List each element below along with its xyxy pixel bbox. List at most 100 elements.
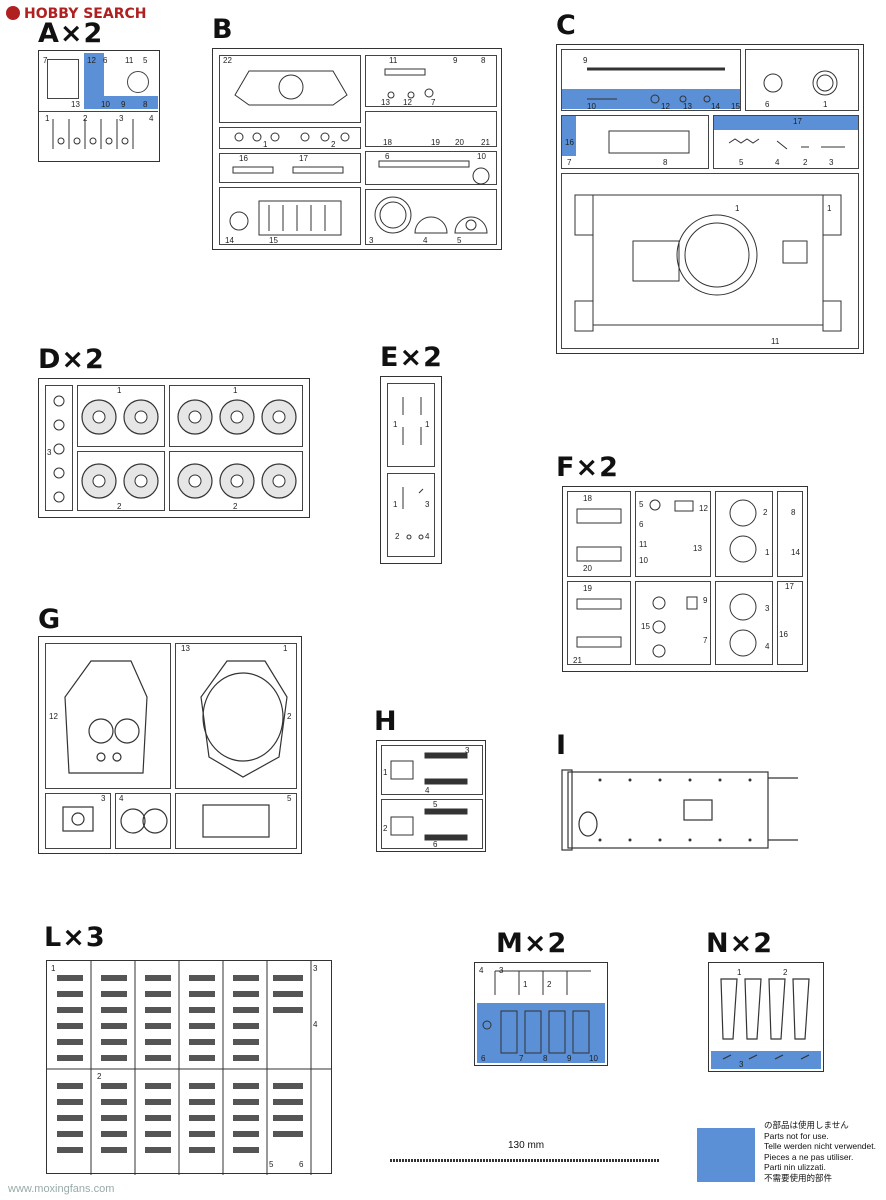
- part-number: 12: [661, 102, 670, 111]
- part-number: 17: [785, 582, 794, 591]
- sprue-a-title: A×2: [38, 18, 104, 49]
- part-number: 12: [87, 56, 96, 65]
- part-number: 7: [431, 98, 436, 107]
- part-number: 7: [43, 56, 48, 65]
- part-number: 19: [431, 138, 440, 147]
- sprue-i-title: I: [556, 730, 568, 761]
- part-group-h-2-6: [381, 799, 483, 849]
- part-number: 4: [119, 794, 124, 803]
- part-g-4: [115, 793, 171, 849]
- part-number: 2: [547, 980, 552, 989]
- sprue-d-road-wheels: [53, 395, 297, 503]
- part-number: 6: [639, 520, 644, 529]
- part-number: 8: [663, 158, 668, 167]
- sprue-a-frame: 7 12 6 11 5 13 10 9 8 1 2 3 4: [38, 50, 160, 162]
- part-number: 10: [101, 100, 110, 109]
- sprue-l-title: L×3: [44, 922, 106, 953]
- sprue-c-frame: 9 10 12 13 14 15 6 1 16 7 8 17 5 4 2 3 1…: [556, 44, 864, 354]
- sprue-l-track-links: [47, 961, 331, 1175]
- sprue-d-frame: 1 1 3 2 2: [38, 378, 310, 518]
- part-group-f-8-14: [777, 491, 803, 577]
- part-number: 5: [739, 158, 744, 167]
- sprue-f-title: F×2: [556, 452, 619, 483]
- legend-line-fr: Pieces a ne pas utiliser.: [764, 1151, 854, 1162]
- part-number: 16: [239, 154, 248, 163]
- unused-parts-highlight: [84, 96, 158, 109]
- part-number: 10: [477, 152, 486, 161]
- scale-bar: [390, 1159, 660, 1162]
- part-number: 8: [543, 1054, 548, 1063]
- scale-label: 130 mm: [508, 1140, 545, 1151]
- part-number: 5: [143, 56, 148, 65]
- part-group-b-1-2: [219, 127, 361, 149]
- part-number: 16: [565, 138, 574, 147]
- part-number: 4: [425, 786, 430, 795]
- part-number: 3: [499, 966, 504, 975]
- part-group-e-2-4: [387, 473, 435, 557]
- part-number: 15: [269, 236, 278, 245]
- legend-line-de: Telle werden nicht verwendet.: [764, 1141, 876, 1152]
- part-number: 6: [385, 152, 390, 161]
- part-number: 1: [425, 420, 430, 429]
- part-number: 3: [313, 964, 318, 973]
- part-group-d-2-right: [169, 451, 303, 511]
- part-number: 5: [639, 500, 644, 509]
- sprue-c-title: C: [556, 10, 577, 41]
- part-number: 14: [791, 548, 800, 557]
- part-number: 1: [823, 100, 828, 109]
- part-number: 1: [393, 420, 398, 429]
- sprue-h-parts: [390, 752, 468, 841]
- part-number: 1: [233, 386, 238, 395]
- part-number: 1: [51, 964, 56, 973]
- part-number: 2: [117, 502, 122, 511]
- part-number: 18: [583, 494, 592, 503]
- sprue-i-part: [561, 769, 798, 851]
- part-number: 9: [121, 100, 126, 109]
- sprue-g-frame: 12 13 1 2 3 4 5: [38, 636, 302, 854]
- part-number: 11: [639, 540, 648, 549]
- part-group-b-6-10: [365, 151, 497, 185]
- part-number: 5: [269, 1160, 274, 1169]
- legend-line-zh: 不需要使用的部件: [764, 1172, 833, 1183]
- part-group-d-2-left: [77, 451, 165, 511]
- part-number: 17: [299, 154, 308, 163]
- sprue-e-title: E×2: [380, 342, 443, 373]
- unused-parts-legend-swatch: [697, 1128, 755, 1182]
- part-group-b-14-15: [219, 187, 361, 245]
- brand-text: HOBBY SEARCH: [24, 6, 147, 22]
- unused-parts-highlight: [84, 53, 104, 109]
- part-a-7: [47, 59, 79, 99]
- part-number: 7: [703, 636, 708, 645]
- sprue-f-frame: 18 5 12 2 8 6 20 11 13 10 1 14 19 9 17 1…: [562, 486, 808, 672]
- part-number: 2: [783, 968, 788, 977]
- sprue-g-title: G: [38, 604, 62, 635]
- part-g-2-turret-top: [175, 643, 297, 789]
- part-number: 1: [117, 386, 122, 395]
- part-number: 3: [369, 236, 374, 245]
- part-number: 12: [49, 712, 58, 721]
- part-number: 22: [223, 56, 232, 65]
- part-number: 1: [765, 548, 770, 557]
- part-group-d-1-left: [77, 385, 165, 447]
- part-g-3: [45, 793, 111, 849]
- part-number: 1: [283, 644, 288, 653]
- part-number: 9: [567, 1054, 572, 1063]
- part-number: 12: [403, 98, 412, 107]
- part-group-f-18-20: [567, 491, 631, 577]
- sprue-d-title: D×2: [38, 344, 105, 375]
- part-number: 4: [149, 114, 154, 123]
- part-number: 17: [793, 117, 802, 126]
- unused-parts-highlight: [562, 116, 576, 156]
- part-number: 1: [263, 140, 268, 149]
- part-number: 3: [425, 500, 430, 509]
- sprue-e-parts: [402, 397, 424, 540]
- sprue-n-parts: [720, 978, 810, 1060]
- part-number: 5: [287, 794, 292, 803]
- sprue-b-frame: 22 11 9 8 13 12 7 1 2 18 19 20 21 16 17 …: [212, 48, 502, 250]
- part-i-hull-side: [560, 760, 808, 860]
- part-number: 15: [731, 102, 740, 111]
- part-group-f-19-21: [567, 581, 631, 665]
- part-number: 2: [287, 712, 292, 721]
- part-number: 21: [573, 656, 582, 665]
- sprue-divider: [39, 111, 158, 112]
